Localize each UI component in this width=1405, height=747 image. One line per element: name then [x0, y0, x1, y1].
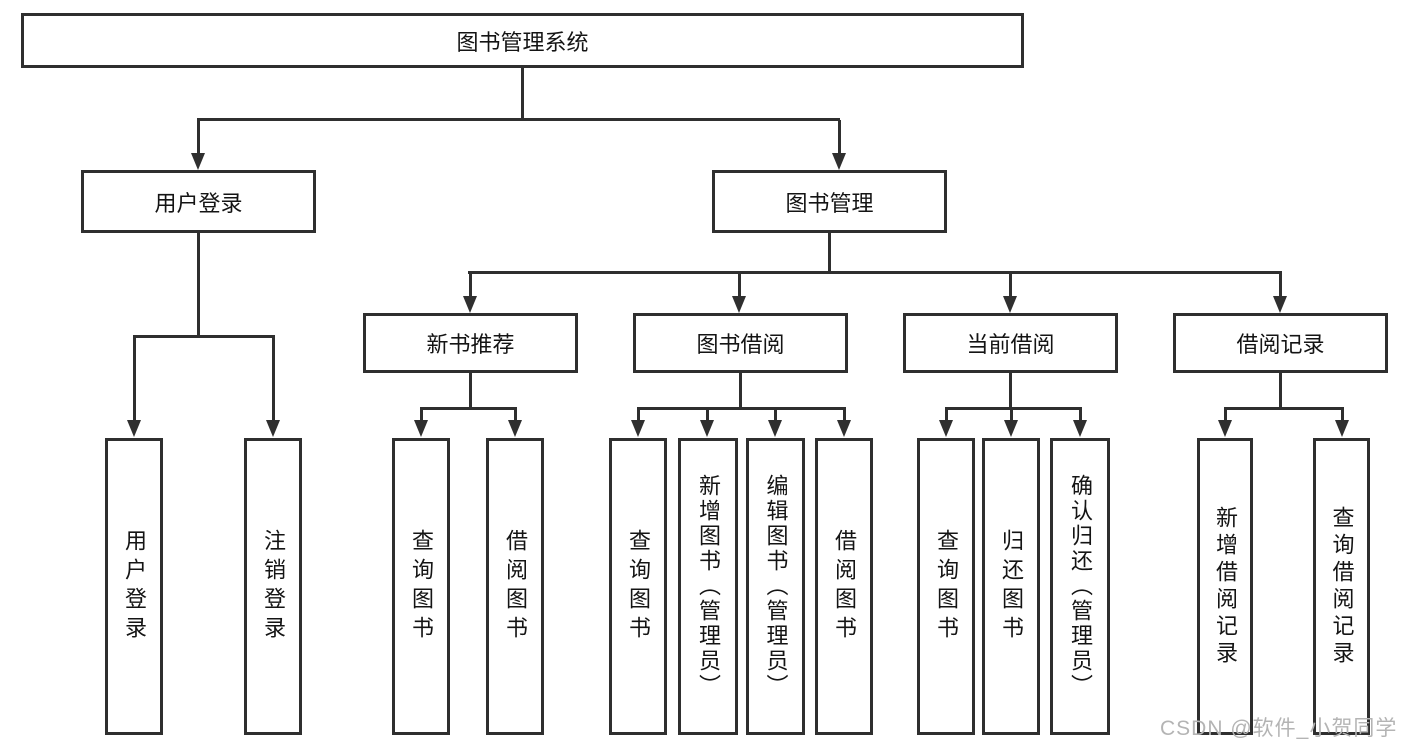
connector-line — [1224, 409, 1227, 422]
node-book-management: 图书管理 — [712, 170, 947, 233]
leaf-query-books-recommend: 查询图书 — [392, 438, 450, 735]
leaf-borrow-books-recommend: 借阅图书 — [486, 438, 544, 735]
arrow-down-icon — [1218, 420, 1232, 437]
leaf-user-login: 用户登录 — [105, 438, 163, 735]
connector-line — [945, 407, 1082, 410]
connector-line — [1279, 273, 1282, 298]
node-current-borrow: 当前借阅 — [903, 313, 1118, 373]
arrow-down-icon — [508, 420, 522, 437]
connector-line — [1341, 409, 1344, 422]
connector-line — [1079, 409, 1082, 422]
connector-line — [469, 273, 472, 298]
connector-line — [1010, 409, 1013, 422]
node-book-borrow: 图书借阅 — [633, 313, 848, 373]
arrow-down-icon — [463, 296, 477, 313]
csdn-watermark: CSDN @软件_小贺同学 — [1160, 717, 1398, 740]
leaf-borrow-books-borrow: 借阅图书 — [815, 438, 873, 735]
leaf-query-borrow-record: 查询借阅记录 — [1313, 438, 1370, 735]
arrow-down-icon — [1335, 420, 1349, 437]
arrow-down-icon — [1073, 420, 1087, 437]
connector-line — [469, 373, 472, 409]
connector-line — [637, 407, 846, 410]
connector-line — [514, 409, 517, 422]
leaf-add-borrow-record: 新增借阅记录 — [1197, 438, 1253, 735]
connector-line — [521, 68, 524, 120]
connector-line — [1279, 373, 1282, 409]
arrow-down-icon — [1273, 296, 1287, 313]
leaf-add-book-admin: 新增图书（管理员） — [678, 438, 738, 735]
leaf-return-books: 归还图书 — [982, 438, 1040, 735]
connector-line — [272, 337, 275, 422]
connector-line — [133, 335, 275, 338]
connector-line — [197, 233, 200, 337]
arrow-down-icon — [631, 420, 645, 437]
connector-line — [738, 273, 741, 298]
connector-line — [133, 337, 136, 422]
leaf-query-books-borrow: 查询图书 — [609, 438, 667, 735]
connector-line — [1224, 407, 1344, 410]
connector-line — [1009, 373, 1012, 409]
connector-line — [774, 409, 777, 422]
leaf-logout: 注销登录 — [244, 438, 302, 735]
connector-line — [197, 120, 200, 154]
connector-line — [1009, 273, 1012, 298]
arrow-down-icon — [768, 420, 782, 437]
arrow-down-icon — [939, 420, 953, 437]
arrow-down-icon — [414, 420, 428, 437]
connector-line — [739, 373, 742, 409]
arrow-down-icon — [1004, 420, 1018, 437]
leaf-confirm-return-admin: 确认归还（管理员） — [1050, 438, 1110, 735]
arrow-down-icon — [1003, 296, 1017, 313]
node-library-system: 图书管理系统 — [21, 13, 1024, 68]
arrow-down-icon — [837, 420, 851, 437]
connector-line — [843, 409, 846, 422]
arrow-down-icon — [832, 153, 846, 170]
connector-line — [197, 118, 840, 121]
connector-line — [420, 407, 517, 410]
arrow-down-icon — [266, 420, 280, 437]
arrow-down-icon — [732, 296, 746, 313]
arrow-down-icon — [700, 420, 714, 437]
node-new-book-recommend: 新书推荐 — [363, 313, 578, 373]
connector-line — [706, 409, 709, 422]
node-user-login: 用户登录 — [81, 170, 316, 233]
arrow-down-icon — [127, 420, 141, 437]
arrow-down-icon — [191, 153, 205, 170]
leaf-edit-book-admin: 编辑图书（管理员） — [746, 438, 805, 735]
connector-line — [945, 409, 948, 422]
leaf-query-books-current: 查询图书 — [917, 438, 975, 735]
connector-line — [637, 409, 640, 422]
connector-line — [828, 233, 831, 273]
connector-line — [838, 120, 841, 154]
connector-line — [420, 409, 423, 422]
node-borrow-records: 借阅记录 — [1173, 313, 1388, 373]
connector-line — [468, 271, 1282, 274]
